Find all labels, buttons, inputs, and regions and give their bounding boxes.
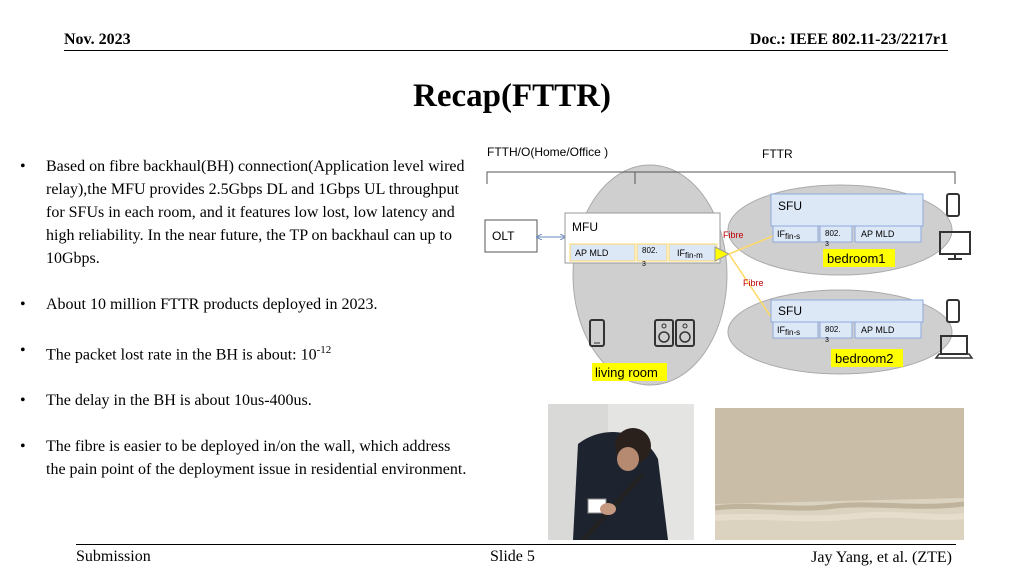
- slide-title: Recap(FTTR): [413, 78, 611, 114]
- living-room-badge: [592, 363, 667, 381]
- header-doc-id: Doc.: IEEE 802.11-23/2217r1: [749, 31, 948, 48]
- header-date: Nov. 2023: [64, 31, 131, 48]
- bullet-item: Based on fibre backhaul(BH) connection(A…: [20, 155, 470, 270]
- sfu1-802-sub: 3: [825, 241, 829, 248]
- exponent: -12: [316, 344, 332, 356]
- footer-author: Jay Yang, et al. (ZTE): [811, 549, 952, 566]
- mfu-if-sub: fin-m: [685, 251, 703, 260]
- sfu2-if-sub: fin-s: [785, 328, 800, 337]
- sfu2-ap-box: [854, 321, 922, 339]
- bedroom1-badge: [823, 249, 895, 267]
- sfu2-if-box: [772, 321, 819, 339]
- laptop-icon: [934, 335, 974, 359]
- footer-submission: Submission: [76, 548, 151, 565]
- mfu-802-box: [636, 243, 668, 262]
- mfu-if-label: IFfin-m: [677, 248, 703, 260]
- fttr-brace: [634, 171, 956, 184]
- olt-label: OLT: [492, 229, 515, 243]
- mfu-802-label: 802.: [642, 246, 658, 255]
- phone-icon: [946, 299, 960, 323]
- fibre1-label: Fibre: [723, 230, 744, 240]
- olt-box: [484, 219, 538, 253]
- ftth-label: FTTH/O(Home/Office ): [487, 145, 608, 159]
- bullet-item: About 10 million FTTR products deployed …: [20, 293, 470, 316]
- mfu-ap-box: [569, 243, 636, 262]
- sfu2-ap-label: AP MLD: [861, 325, 895, 335]
- fibre-install-photo: [548, 404, 694, 540]
- fttr-diagram: FTTH/O(Home/Office ) FTTR OLT MFU AP MLD…: [484, 145, 974, 386]
- bedroom2-badge: [831, 349, 903, 367]
- fibre-line-2: [728, 253, 774, 321]
- bullet-text: The packet lost rate in the BH is about:…: [46, 346, 317, 364]
- bullet-item: The delay in the BH is about 10us-400us.: [20, 389, 470, 412]
- sfu1-ap-label: AP MLD: [861, 229, 895, 239]
- phone-icon: [946, 193, 960, 217]
- sfu2-802-box: [819, 321, 853, 339]
- phone-icon: [589, 319, 605, 347]
- fibre2-label: Fibre: [743, 278, 764, 288]
- sfu1-if-box: [772, 225, 819, 243]
- sfu1-label: SFU: [778, 199, 802, 213]
- sfu1-box: [770, 193, 924, 227]
- monitor-icon: [939, 231, 971, 260]
- footer-slide-number: Slide 5: [490, 548, 535, 565]
- header-divider: [64, 50, 948, 51]
- sfu1-802-label: 802.: [825, 229, 841, 238]
- speaker-icon: [654, 319, 695, 347]
- sfu1-ap-box: [854, 225, 922, 243]
- mfu-label: MFU: [572, 220, 598, 234]
- bullet-item: The packet lost rate in the BH is about:…: [20, 339, 470, 366]
- fttr-label: FTTR: [762, 147, 793, 161]
- mfu-if: IF: [677, 248, 686, 258]
- sfu2-if: IF: [777, 325, 786, 335]
- bedroom2-label: bedroom2: [835, 351, 894, 366]
- mfu-802-sub: 3: [642, 261, 646, 268]
- sfu2-label: SFU: [778, 304, 802, 318]
- sfu1-if: IF: [777, 229, 786, 239]
- sfu1-802-box: [819, 225, 853, 243]
- sfu1-if-sub: fin-s: [785, 232, 800, 241]
- bullet-list: Based on fibre backhaul(BH) connection(A…: [20, 155, 470, 504]
- sfu2-802-sub: 3: [825, 337, 829, 344]
- fibre-line-1: [728, 235, 774, 255]
- sfu2-802-label: 802.: [825, 325, 841, 334]
- footer-divider: [76, 544, 956, 545]
- wall-fibre-photo: [715, 408, 964, 540]
- sfu2-if-label: IFfin-s: [777, 325, 800, 337]
- living-room-area: [572, 164, 728, 386]
- mfu-ap-label: AP MLD: [575, 248, 609, 258]
- bullet-item: The fibre is easier to be deployed in/on…: [20, 435, 470, 481]
- living-room-label: living room: [595, 365, 658, 380]
- sfu1-if-label: IFfin-s: [777, 229, 800, 241]
- bedroom1-label: bedroom1: [827, 251, 886, 266]
- fibre-junction-icon: [714, 246, 731, 262]
